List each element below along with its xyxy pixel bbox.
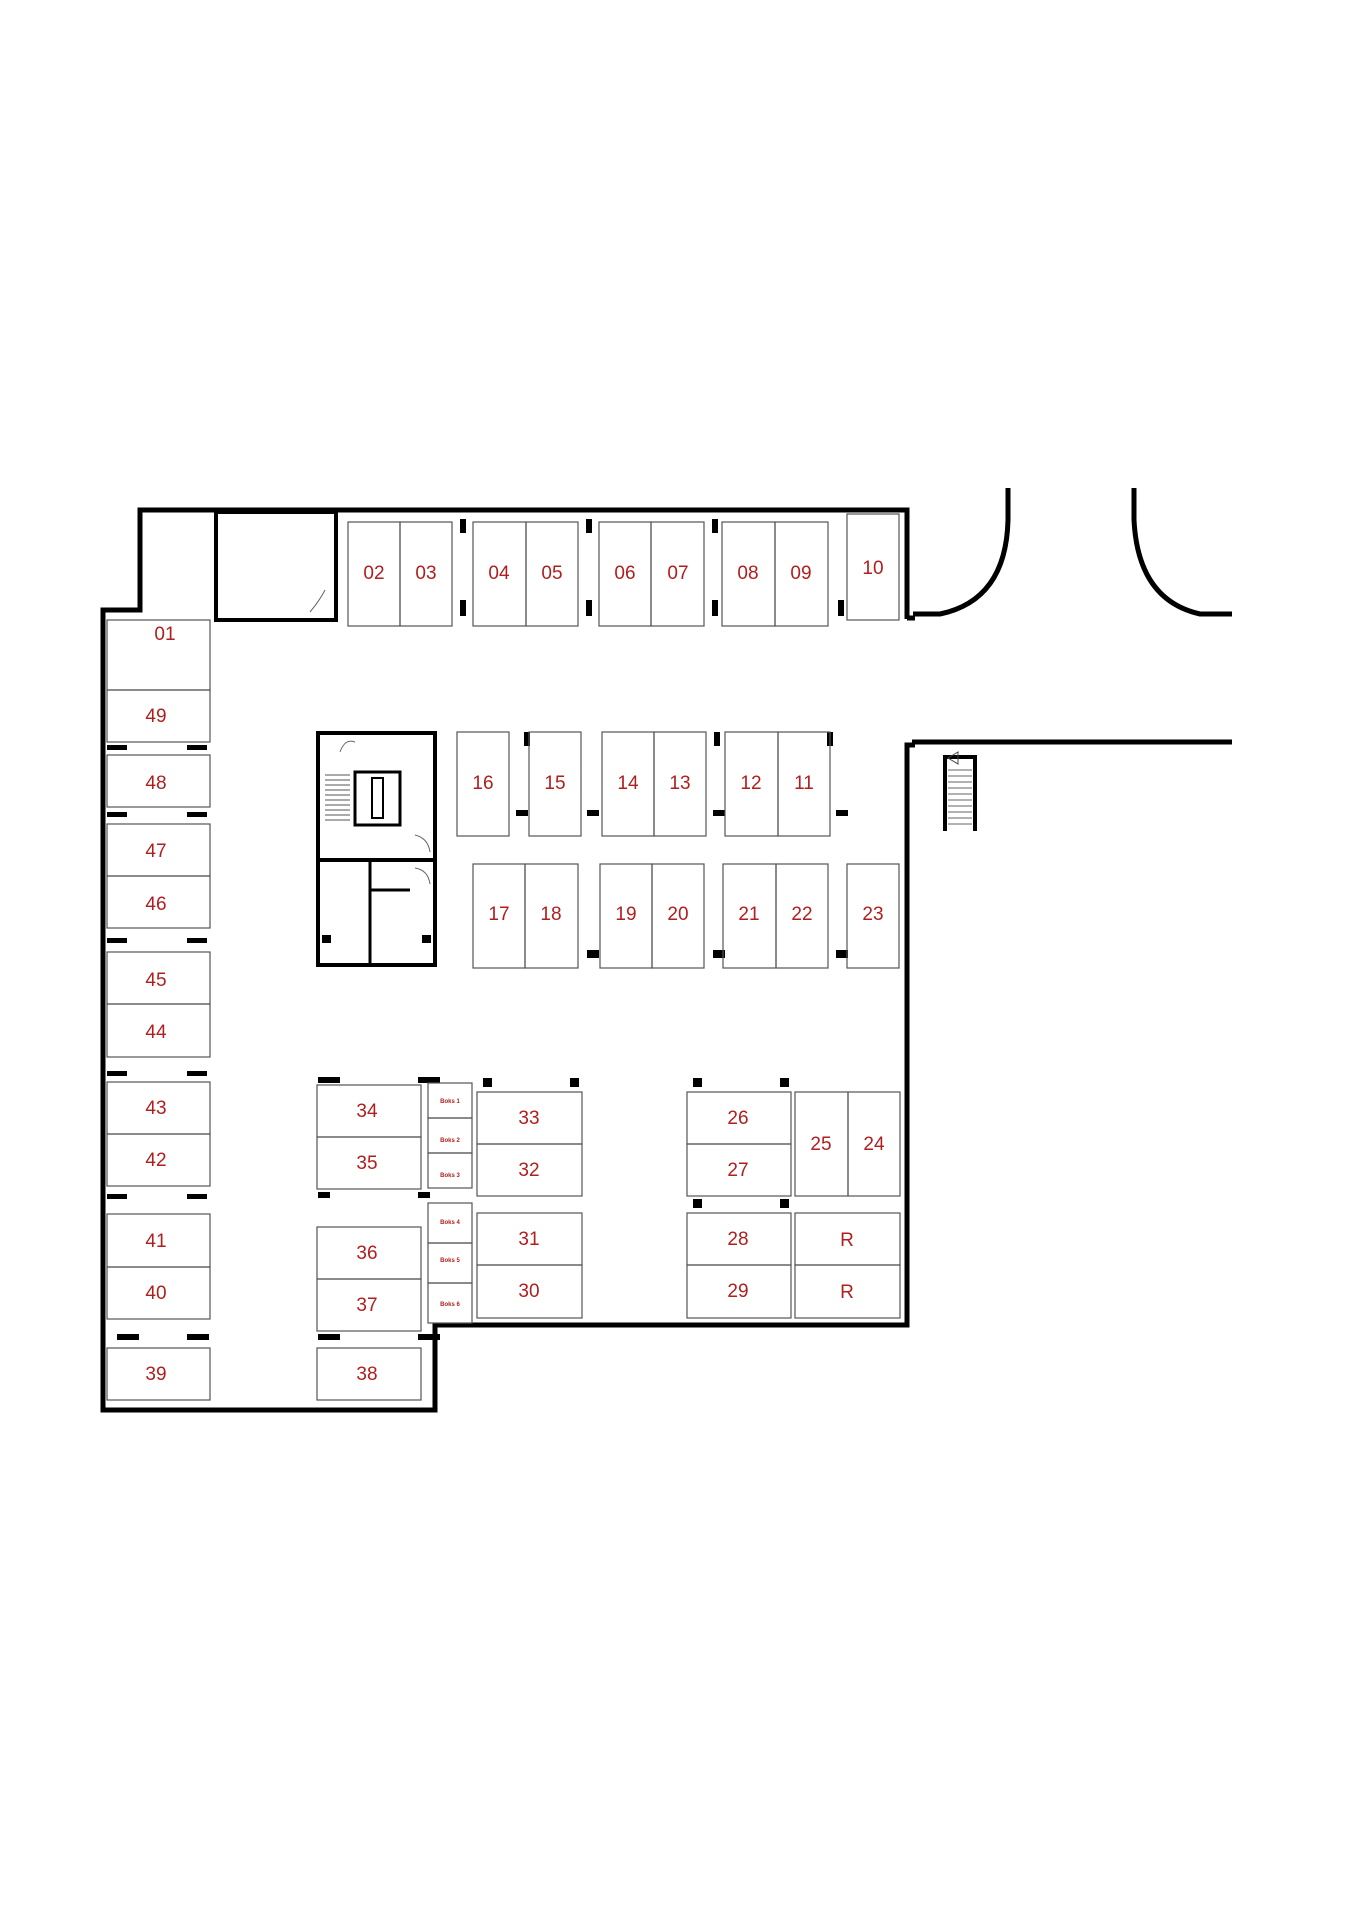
space-14-label: 14 [617, 773, 639, 794]
space-12-label: 12 [740, 773, 761, 794]
stair-core-wall [316, 731, 437, 967]
space-36-label: 36 [356, 1243, 377, 1264]
space-41-label: 41 [145, 1231, 166, 1252]
entry-right-wall [907, 615, 1232, 745]
space-40-label: 40 [145, 1283, 166, 1304]
door-swing-icon [309, 589, 326, 613]
space-04-label: 04 [488, 563, 510, 584]
exit-stairs [948, 769, 972, 825]
storage-box-2-label: Boks 2 [440, 1138, 460, 1144]
space-26-label: 26 [727, 1108, 748, 1129]
space-21-label: 21 [738, 904, 759, 925]
space-28-label: 28 [727, 1229, 748, 1250]
space-03-label: 03 [415, 563, 436, 584]
outer-walls [100, 488, 1232, 1413]
space-47-label: 47 [145, 841, 166, 862]
space-11-label: 11 [794, 773, 814, 794]
space-38-label: 38 [356, 1364, 377, 1385]
storage-box-5-label: Boks 5 [440, 1258, 460, 1264]
storage-box-3-label: Boks 3 [440, 1173, 460, 1179]
space-10-label: 10 [862, 558, 883, 579]
door-swing-icon [339, 740, 356, 753]
space-42-label: 42 [145, 1150, 166, 1171]
ramp-arc-left [913, 488, 1011, 617]
space-37-label: 37 [356, 1295, 377, 1316]
space-32-label: 32 [518, 1160, 539, 1181]
space-25-label: 25 [810, 1134, 831, 1155]
space-09-label: 09 [790, 563, 811, 584]
space-24-label: 24 [863, 1134, 885, 1155]
space-33-label: 33 [518, 1108, 539, 1129]
space-20-label: 20 [667, 904, 688, 925]
space-outlines [106, 513, 901, 1401]
space-19-label: 19 [615, 904, 636, 925]
space-46-label: 46 [145, 894, 166, 915]
space-06-label: 06 [614, 563, 635, 584]
space-39-label: 39 [145, 1364, 166, 1385]
space-08-label: 08 [737, 563, 758, 584]
space-16-label: 16 [472, 773, 493, 794]
space-31-label: 31 [518, 1229, 539, 1250]
storage-box-6-label: Boks 6 [440, 1302, 460, 1308]
exit-stair-wall [943, 755, 977, 831]
space-27-label: 27 [727, 1160, 748, 1181]
space-30-label: 30 [518, 1281, 539, 1302]
space-43-label: 43 [145, 1098, 166, 1119]
space-35-label: 35 [356, 1153, 377, 1174]
space-17-label: 17 [488, 904, 509, 925]
door-swing-icon [414, 867, 431, 885]
space-48-label: 48 [145, 773, 166, 794]
reserved-space-label: R [840, 1230, 854, 1251]
space-13-label: 13 [669, 773, 690, 794]
space-23-label: 23 [862, 904, 883, 925]
ramp-arc-right [1131, 488, 1232, 617]
door-swing-icon [414, 834, 431, 853]
space-44-label: 44 [145, 1022, 167, 1043]
storage-box-4-label: Boks 4 [440, 1220, 460, 1226]
exit-arrow-icon [947, 751, 959, 765]
space-22-label: 22 [791, 904, 812, 925]
space-01-label: 01 [154, 624, 175, 645]
reserved-space-label: R [840, 1282, 854, 1303]
space-34-label: 34 [356, 1101, 378, 1122]
space-07-label: 07 [667, 563, 688, 584]
space-45-label: 45 [145, 970, 166, 991]
space-18-label: 18 [540, 904, 561, 925]
space-05-label: 05 [541, 563, 562, 584]
top-left-room [214, 510, 338, 622]
main-outer-wall [100, 507, 915, 1413]
space-02-label: 02 [363, 563, 384, 584]
stair-core [309, 589, 437, 967]
space-29-label: 29 [727, 1281, 748, 1302]
storage-box-1-label: Boks 1 [440, 1099, 460, 1105]
space-49-label: 49 [145, 706, 166, 727]
space-15-label: 15 [544, 773, 565, 794]
